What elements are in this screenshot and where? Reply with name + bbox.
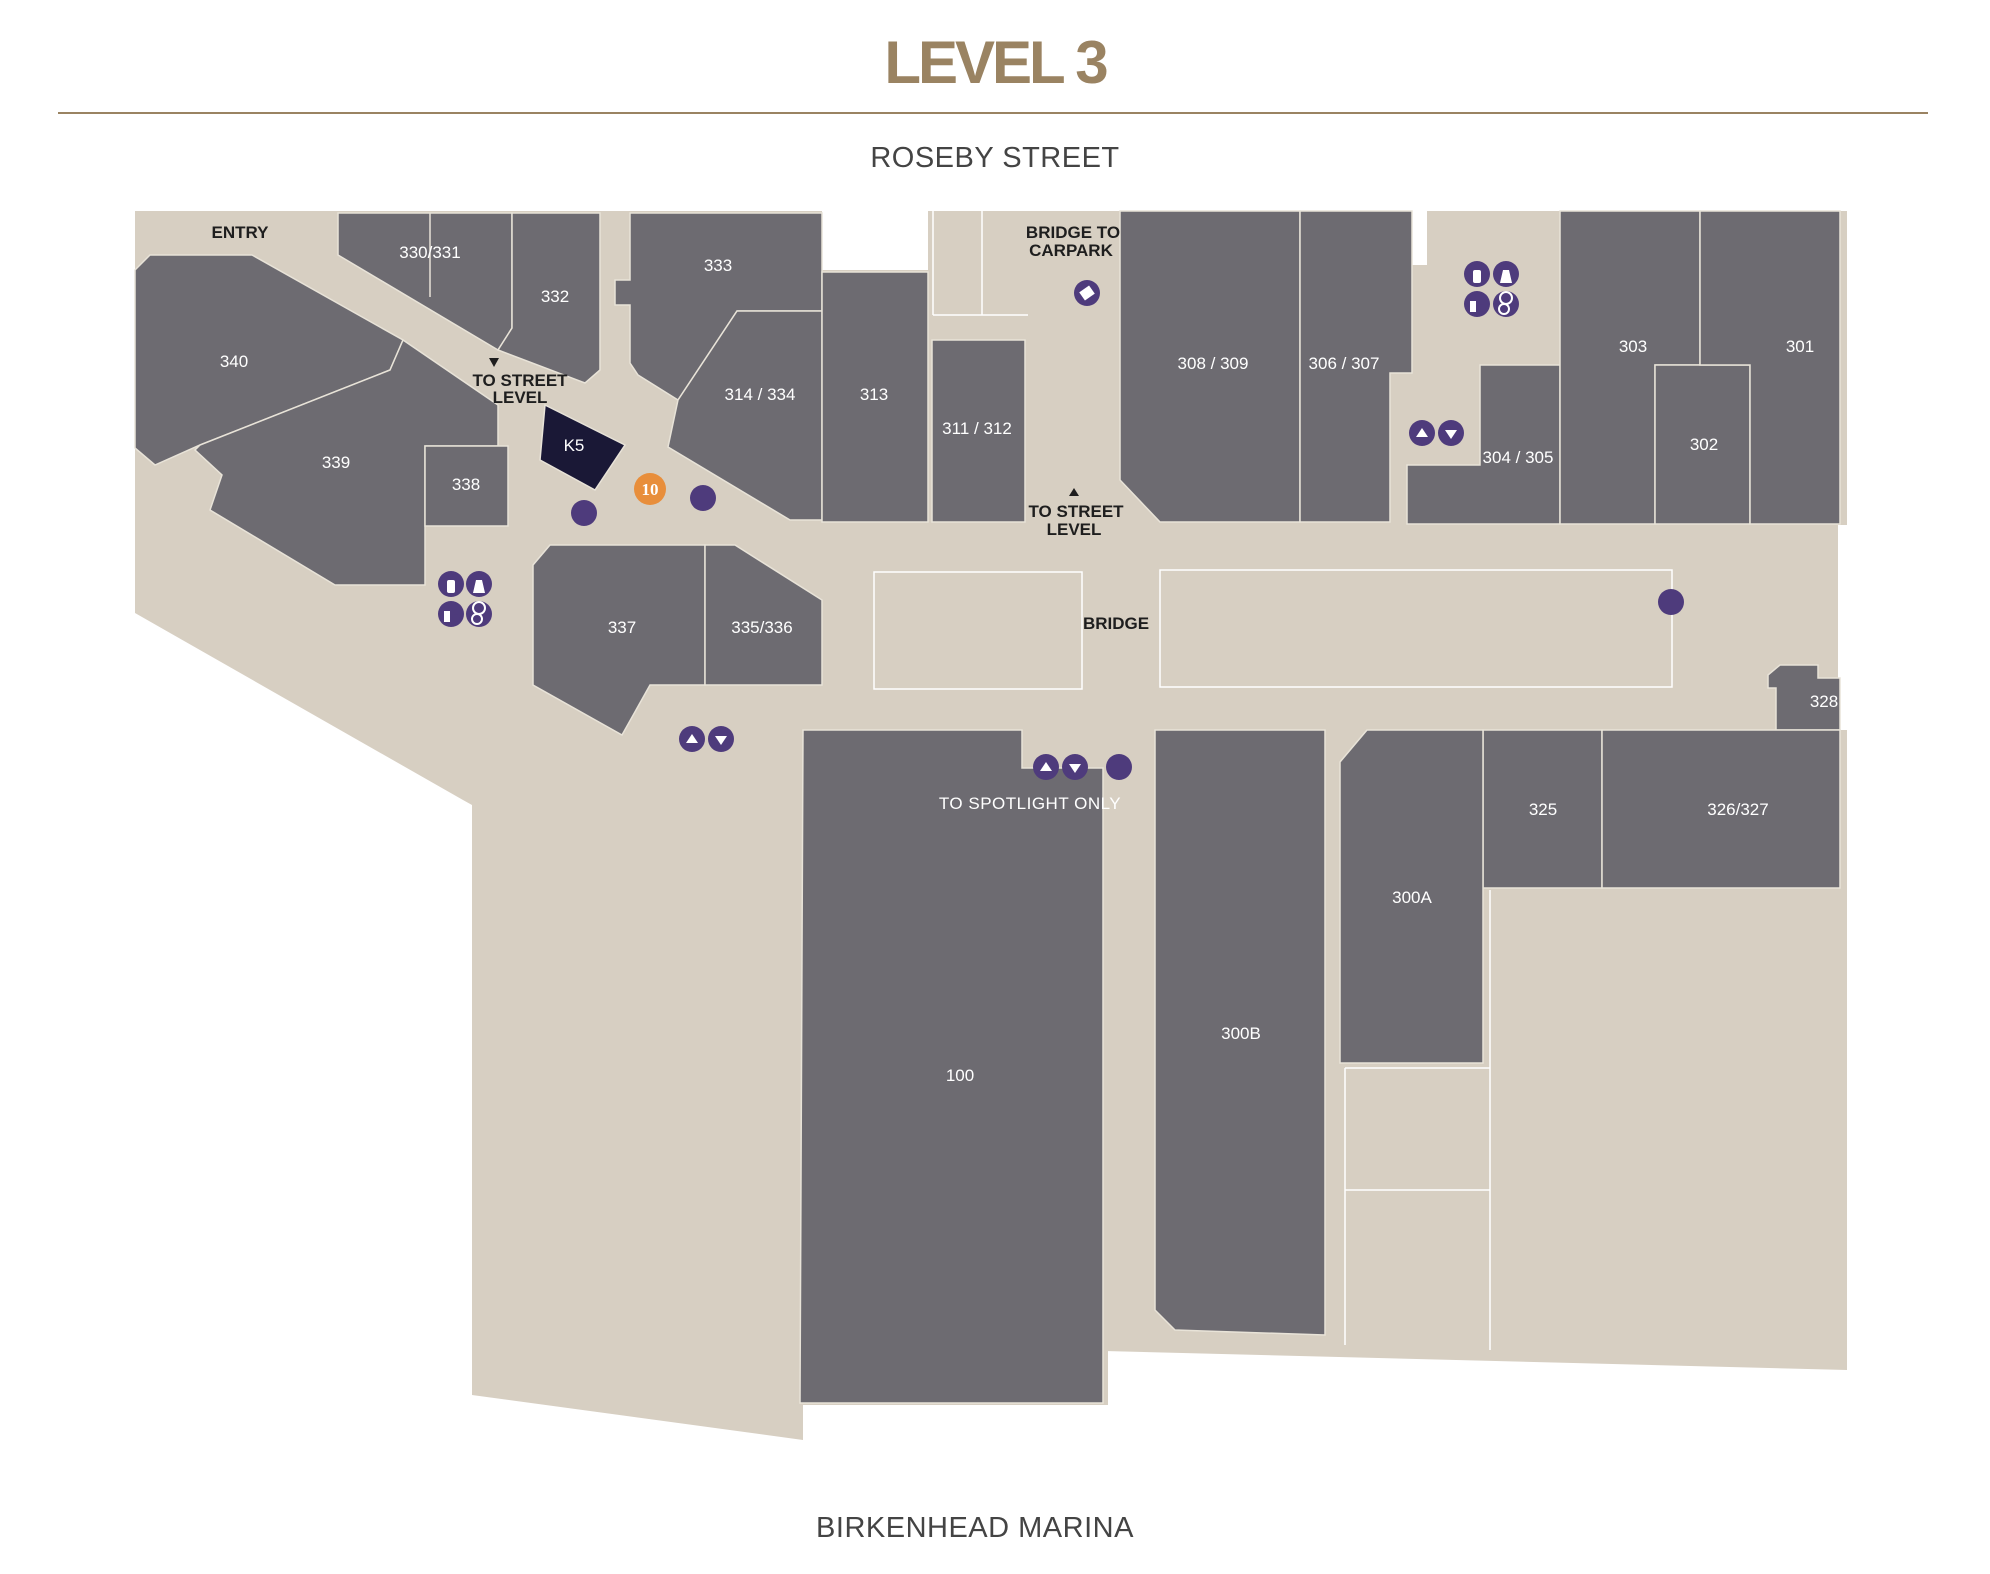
- unit-label-328: 328: [1810, 692, 1838, 711]
- bridge-panel-right: [1159, 569, 1673, 688]
- unit-label-326-327: 326/327: [1707, 800, 1768, 819]
- escalator-icon: [690, 485, 716, 511]
- up-arrow-icon: [1069, 488, 1079, 496]
- lift-down-icon: [1438, 420, 1464, 446]
- title-divider: [58, 112, 1928, 114]
- unit-335-336[interactable]: [704, 544, 823, 686]
- male-toilet-icon: [1464, 261, 1490, 287]
- unit-label-330-331: 330/331: [399, 243, 460, 262]
- page-title: LEVEL 3: [884, 29, 1108, 96]
- unit-label-306-307: 306 / 307: [1309, 354, 1380, 373]
- label-to-street-left-line1: TO STREET: [472, 371, 568, 390]
- kiosk-label-k5: K5: [564, 436, 585, 455]
- bridge-panel-left: [873, 571, 1083, 690]
- unit-label-300a: 300A: [1392, 888, 1432, 907]
- unit-339[interactable]: [193, 338, 499, 586]
- unit-300a[interactable]: [1339, 729, 1484, 1064]
- accessible-toilet-icon: [1493, 291, 1519, 317]
- unit-306-307[interactable]: [1299, 210, 1413, 523]
- accessible-toilet-icon: [466, 601, 492, 627]
- label-to-spotlight-only: TO SPOTLIGHT ONLY: [939, 794, 1121, 813]
- unit-332[interactable]: [496, 212, 601, 384]
- label-to-street-mid-line2: LEVEL: [1047, 520, 1102, 539]
- ticket-icon: [1074, 280, 1100, 306]
- unit-label-337: 337: [608, 618, 636, 637]
- unit-326-327[interactable]: [1601, 729, 1841, 889]
- down-arrow-icon: [489, 358, 499, 367]
- unit-label-302: 302: [1690, 435, 1718, 454]
- female-toilet-icon: [1493, 261, 1519, 287]
- label-to-street-left-line2: LEVEL: [493, 388, 548, 407]
- unit-301[interactable]: [1699, 210, 1841, 525]
- lift-down-icon: [708, 726, 734, 752]
- unit-label-325: 325: [1529, 800, 1557, 819]
- street-name-birkenhead-marina: BIRKENHEAD MARINA: [816, 1512, 1134, 1544]
- unit-338[interactable]: [424, 445, 509, 527]
- info-marker-icon[interactable]: 10: [634, 473, 666, 505]
- label-to-street-mid-line1: TO STREET: [1028, 502, 1124, 521]
- unit-label-311-312: 311 / 312: [942, 419, 1012, 438]
- unit-label-340: 340: [220, 352, 248, 371]
- female-toilet-icon: [466, 571, 492, 597]
- label-bridge-carpark-line2: CARPARK: [1029, 241, 1113, 260]
- male-toilet-icon: [438, 571, 464, 597]
- parents-room-icon: [1464, 291, 1490, 317]
- unit-100[interactable]: [799, 729, 1104, 1404]
- unit-label-339: 339: [322, 453, 350, 472]
- unit-label-338: 338: [452, 475, 480, 494]
- unit-311-312[interactable]: [931, 339, 1026, 523]
- unit-label-308-309: 308 / 309: [1178, 354, 1249, 373]
- unit-label-304-305: 304 / 305: [1483, 448, 1554, 467]
- unit-313[interactable]: [821, 271, 929, 523]
- lift-up-icon: [679, 726, 705, 752]
- unit-label-333: 333: [704, 256, 732, 275]
- unit-label-300b: 300B: [1221, 1024, 1261, 1043]
- label-bridge-carpark-line1: BRIDGE TO: [1026, 223, 1120, 242]
- unit-label-313: 313: [860, 385, 888, 404]
- unit-label-303: 303: [1619, 337, 1647, 356]
- unit-label-332: 332: [541, 287, 569, 306]
- unit-label-301: 301: [1786, 337, 1814, 356]
- kiosk-k5[interactable]: [539, 403, 627, 491]
- lift-up-icon: [1409, 420, 1435, 446]
- unit-308-309[interactable]: [1119, 210, 1301, 523]
- unit-label-314-334: 314 / 334: [725, 385, 796, 404]
- unit-label-100: 100: [946, 1066, 974, 1085]
- escalator-icon: [571, 500, 597, 526]
- travelator-icon: [1106, 754, 1132, 780]
- label-bridge: BRIDGE: [1083, 614, 1149, 633]
- info-marker-number: 10: [642, 480, 659, 499]
- unit-300b[interactable]: [1154, 729, 1326, 1336]
- street-name-roseby: ROSEBY STREET: [870, 142, 1120, 174]
- parents-room-icon: [438, 601, 464, 627]
- escalator-icon: [1658, 589, 1684, 615]
- lift-down-icon: [1062, 754, 1088, 780]
- lift-up-icon: [1033, 754, 1059, 780]
- unit-label-335-336: 335/336: [731, 618, 792, 637]
- label-entry: ENTRY: [212, 223, 270, 242]
